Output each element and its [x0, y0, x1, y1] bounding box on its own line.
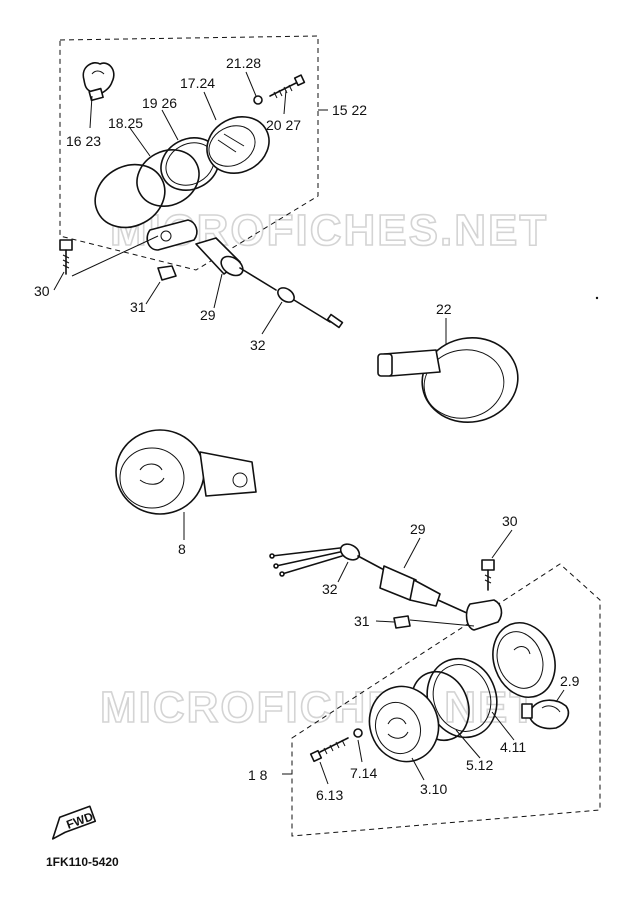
part-code-label: 1FK110-5420: [46, 855, 119, 869]
turn-signal-assembly-22-icon: [377, 337, 519, 423]
housing-body-bottom-icon: [492, 622, 556, 698]
washer-bottom-icon: [353, 728, 363, 738]
callout-29-bottom: 29: [410, 521, 426, 537]
bulb-icon: [82, 62, 115, 102]
callout-5-12: 5.12: [466, 757, 493, 773]
screw-top-icon: [269, 74, 306, 99]
top-assembly-boundary: [59, 35, 319, 271]
callout-32-bottom: 32: [322, 581, 338, 597]
wire-grommet-top-icon: [195, 237, 277, 291]
turn-signal-assembly-8-icon: [115, 429, 257, 515]
bottom-assembly-boundary: [291, 563, 601, 837]
bulb-bottom-icon: [521, 699, 570, 730]
callout-32-top: 32: [250, 337, 266, 353]
wire-grommet-bottom-icon: [379, 565, 479, 619]
housing-body-top-icon: [206, 116, 270, 174]
callout-3-10: 3.10: [420, 781, 447, 797]
lens-bottom-icon: [368, 685, 440, 763]
cable-grommet-bottom-icon: [339, 543, 361, 561]
nut-top-icon: [157, 265, 177, 281]
callout-22: 22: [436, 301, 452, 317]
leader-lines: [53, 71, 565, 785]
callout-6-13: 6.13: [316, 787, 343, 803]
wire-harness-bottom-icon: [269, 547, 343, 577]
callout-21-28: 21.28: [226, 55, 261, 71]
callout-15-22: 15 22: [332, 102, 367, 118]
callout-17-24: 17.24: [180, 75, 215, 91]
callout-29-top: 29: [200, 307, 216, 323]
cable-grommet-top-icon: [277, 287, 344, 329]
fwd-label: FWD: [65, 809, 96, 832]
callout-4-11: 4.11: [500, 739, 526, 755]
washer-top-icon: [253, 95, 263, 105]
callout-31-bottom: 31: [354, 613, 370, 629]
mount-bracket-bottom-icon: [465, 599, 503, 631]
mount-bracket-top-icon: [146, 219, 198, 251]
bolt-bottom-icon: [481, 559, 495, 591]
stray-dot: [595, 296, 599, 300]
callout-31-top: 31: [130, 299, 146, 315]
gasket-ring-top-icon: [136, 149, 200, 207]
callout-2-9: 2.9: [560, 673, 580, 689]
callout-1-8: 1 8: [248, 767, 268, 783]
watermark-bottom: MICROFICHES.NET: [100, 683, 538, 732]
callout-30-top: 30: [34, 283, 50, 299]
forward-direction-icon: [51, 805, 97, 840]
callout-16-23: 16 23: [66, 133, 101, 149]
nut-bottom-icon: [393, 615, 411, 629]
callout-19-26: 19 26: [142, 95, 177, 111]
callout-8: 8: [178, 541, 186, 557]
screw-bottom-icon: [309, 737, 349, 763]
lens-top-icon: [94, 163, 166, 229]
callout-7-14: 7.14: [350, 765, 377, 781]
callout-30-bottom: 30: [502, 513, 518, 529]
callout-20-27: 20 27: [266, 117, 301, 133]
bolt-top-icon: [59, 239, 73, 275]
callout-18-25: 18.25: [108, 115, 143, 131]
